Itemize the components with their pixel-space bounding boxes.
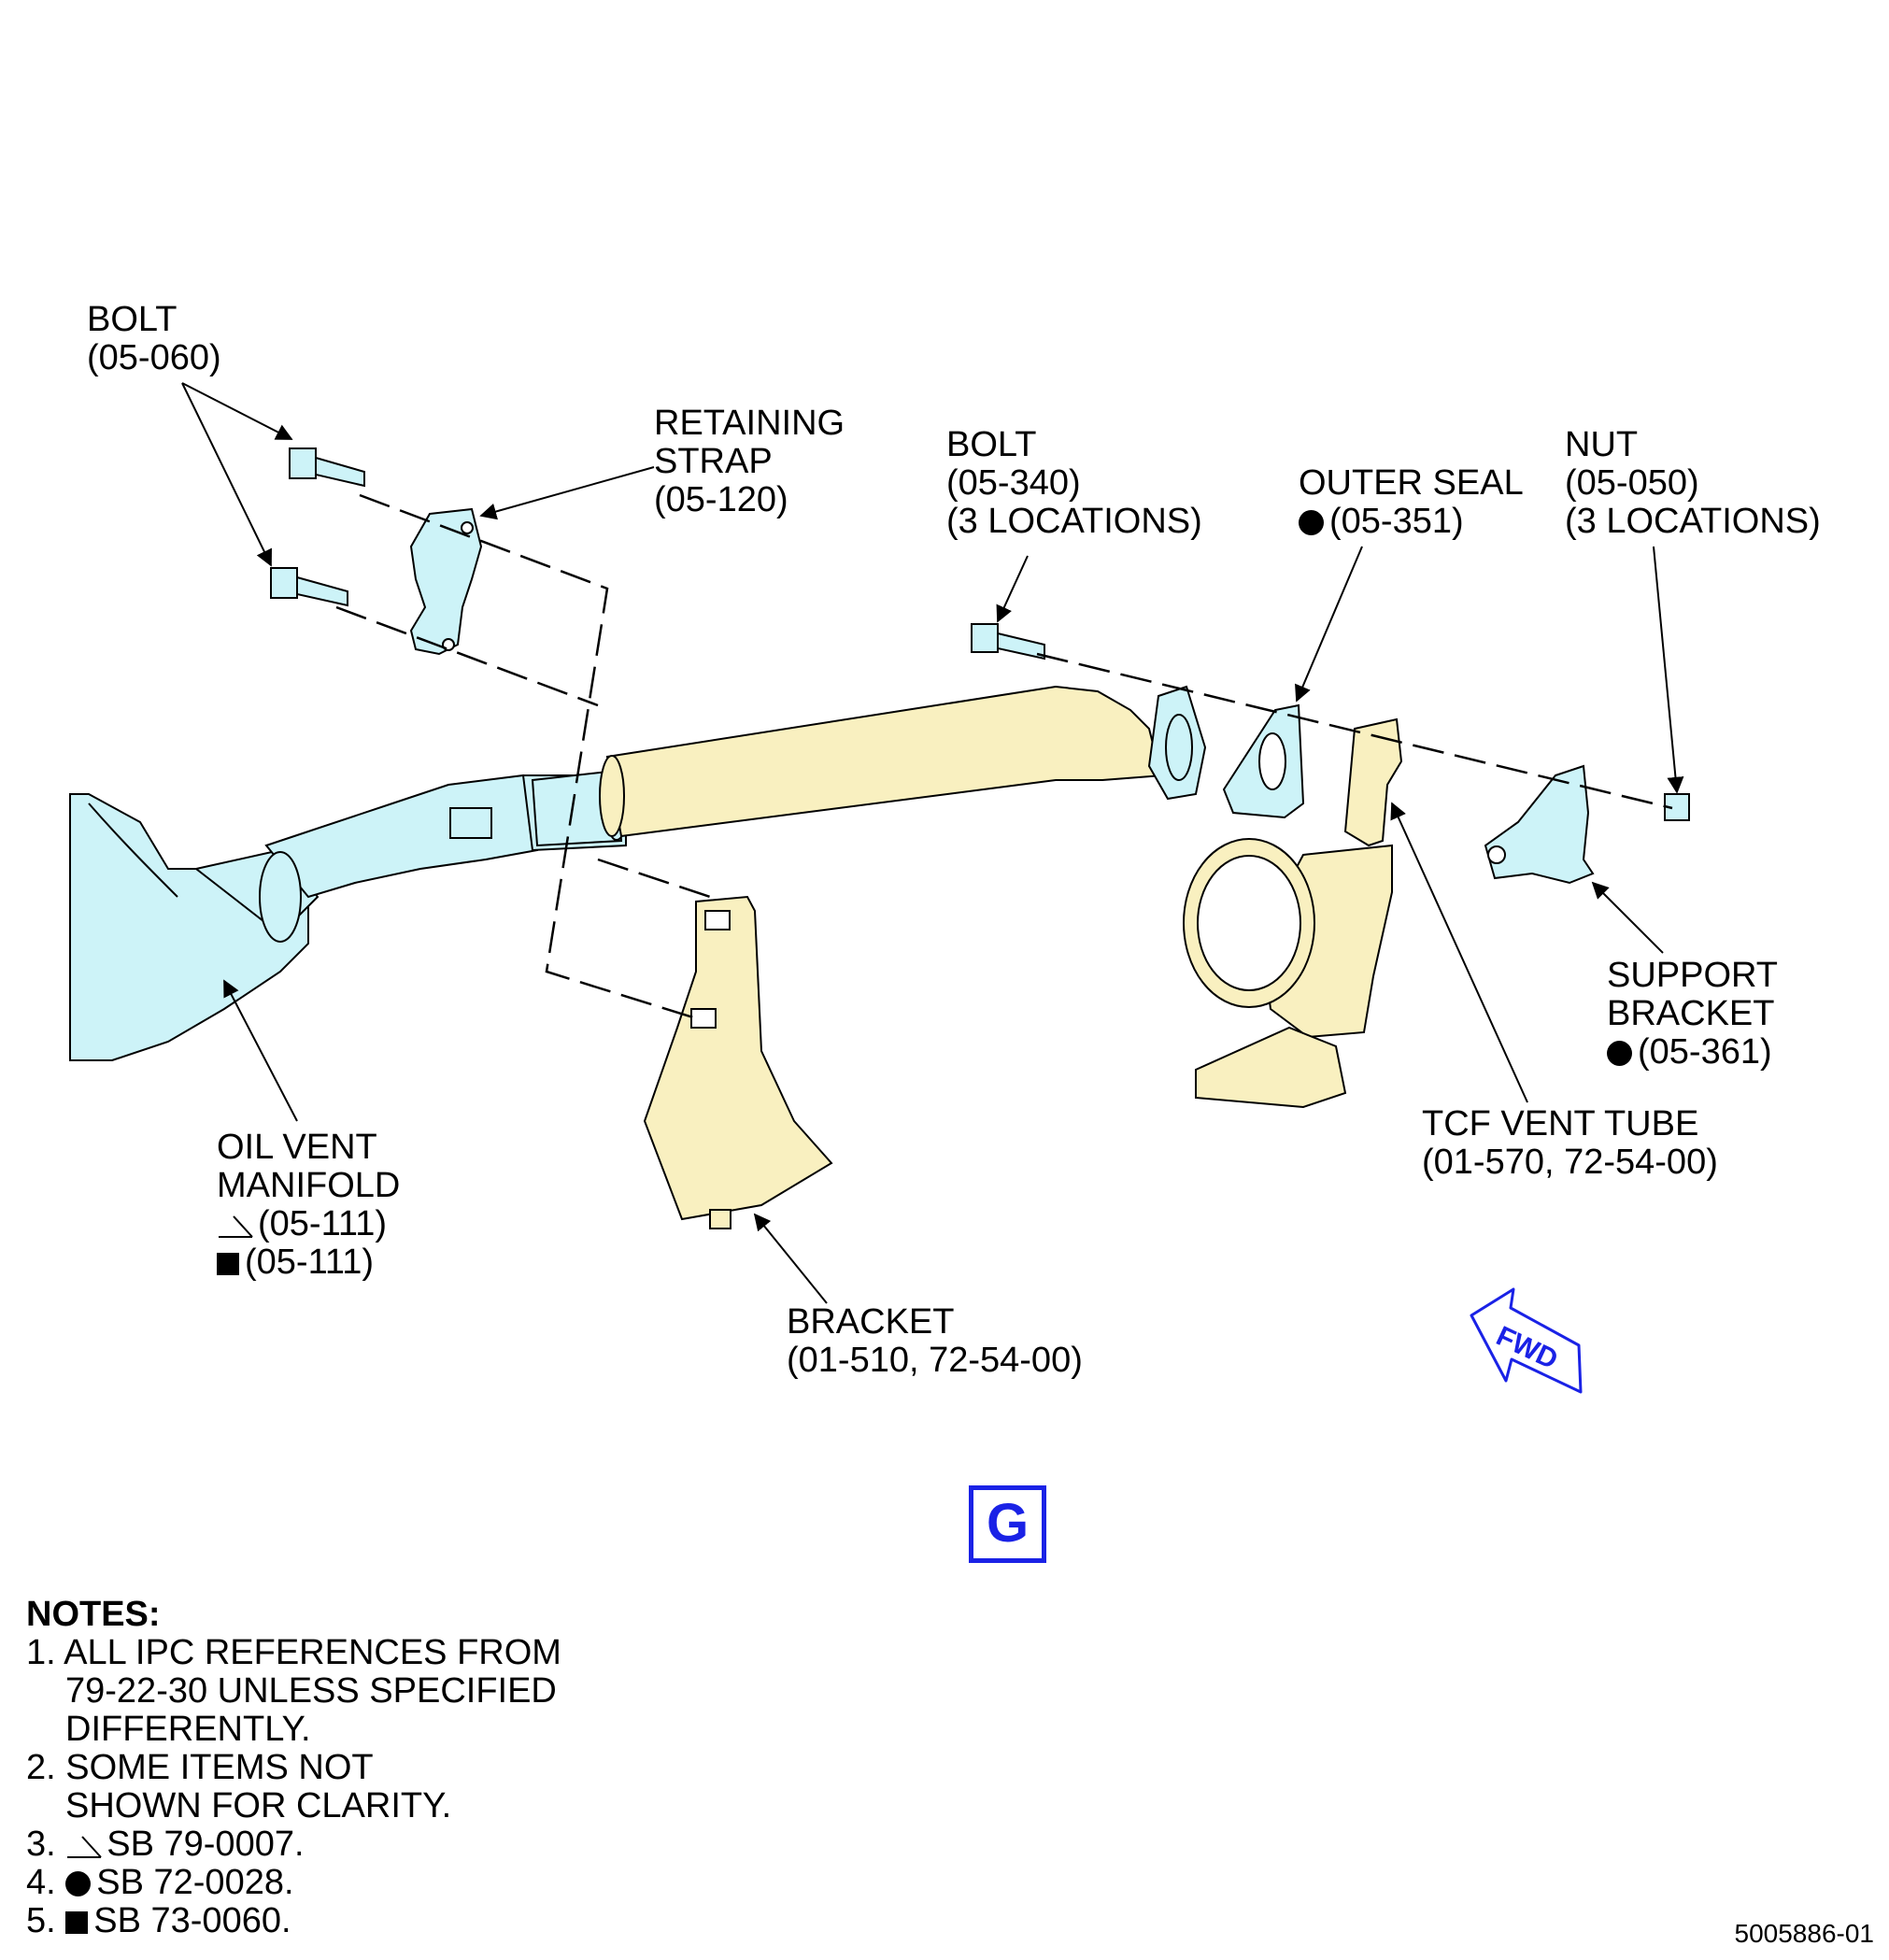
oil-vent-manifold-l2: MANIFOLD [217, 1166, 401, 1205]
outer-seal-part [1222, 703, 1305, 819]
note-5-text: SB 73-0060. [93, 1901, 291, 1940]
note-2-line-2: SHOWN FOR CLARITY. [65, 1786, 452, 1825]
bolt-mid-qty: (3 LOCATIONS) [946, 502, 1202, 541]
retaining-strap-ref: (05-120) [654, 480, 788, 519]
retaining-strap-part [409, 507, 483, 656]
note-3-number: 3. [26, 1825, 56, 1864]
sb-triangle-symbol-icon [67, 1836, 103, 1858]
view-g-label: G [969, 1485, 1046, 1563]
tcf-vent-tube-part [1183, 717, 1403, 1109]
tcf-vent-tube-name: TCF VENT TUBE [1422, 1104, 1699, 1143]
bolt-mid-callout: BOLT (05-340) (3 LOCATIONS) [946, 426, 1202, 541]
nut-ref: (05-050) [1565, 463, 1699, 503]
notes-block: NOTES: 1. ALL IPC REFERENCES FROM 79-22-… [26, 1596, 561, 1940]
note-4-text: SB 72-0028. [96, 1863, 294, 1902]
support-bracket-l1: SUPPORT [1607, 956, 1779, 995]
nut-qty: (3 LOCATIONS) [1565, 502, 1821, 541]
note-4: 4. SB 72-0028. [26, 1864, 561, 1902]
bracket-part [643, 895, 833, 1229]
bolt-parts [270, 447, 1690, 821]
tcf-main-tube-part [599, 685, 1165, 838]
sb-circle-symbol-icon [1299, 510, 1324, 535]
outer-seal-callout: OUTER SEAL (05-351) [1299, 464, 1524, 541]
note-3: 3. SB 79-0007. [26, 1825, 561, 1864]
support-bracket-part [1484, 764, 1595, 885]
flange-part [1147, 685, 1207, 801]
oil-vent-manifold-l1: OIL VENT [217, 1128, 377, 1167]
tcf-vent-tube-callout: TCF VENT TUBE (01-570, 72-54-00) [1422, 1105, 1718, 1182]
oil-vent-manifold-callout: OIL VENT MANIFOLD (05-111) (05-111) [217, 1129, 400, 1282]
bolt-top-ref: (05-060) [87, 338, 221, 377]
support-bracket-l2: BRACKET [1607, 994, 1775, 1033]
bolt-top-callout: BOLT (05-060) [87, 301, 221, 377]
sb-square-symbol-icon [65, 1911, 89, 1934]
sb-triangle-symbol-icon [219, 1215, 253, 1238]
bolt-top-name: BOLT [87, 300, 178, 339]
note-1-line-1: 1. ALL IPC REFERENCES FROM [26, 1633, 561, 1672]
dashed-alignment-lines [335, 493, 1673, 1020]
note-3-text: SB 79-0007. [107, 1825, 305, 1864]
nut-callout: NUT (05-050) (3 LOCATIONS) [1565, 426, 1821, 541]
leader-arrows [181, 382, 1684, 1304]
document-number: 5005886-01 [1734, 1919, 1874, 1948]
fwd-arrow-icon: FWD [1470, 1287, 1583, 1394]
outer-seal-name: OUTER SEAL [1299, 463, 1524, 503]
nut-name: NUT [1565, 425, 1639, 464]
bracket-name: BRACKET [787, 1302, 955, 1342]
outer-seal-ref: (05-351) [1329, 502, 1464, 541]
note-5-number: 5. [26, 1901, 56, 1940]
note-1-line-2: 79-22-30 UNLESS SPECIFIED [65, 1671, 557, 1711]
note-4-number: 4. [26, 1863, 56, 1902]
note-5: 5. SB 73-0060. [26, 1902, 561, 1940]
bolt-mid-ref: (05-340) [946, 463, 1081, 503]
sb-circle-symbol-icon [65, 1871, 92, 1896]
retaining-strap-l1: RETAINING [654, 404, 845, 443]
bracket-callout: BRACKET (01-510, 72-54-00) [787, 1303, 1083, 1380]
bolt-mid-name: BOLT [946, 425, 1037, 464]
support-bracket-ref: (05-361) [1638, 1032, 1772, 1072]
notes-heading: NOTES: [26, 1595, 161, 1634]
sb-circle-symbol-icon [1607, 1041, 1632, 1066]
note-2-line-1: 2. SOME ITEMS NOT [26, 1748, 374, 1787]
retaining-strap-callout: RETAINING STRAP (05-120) [654, 405, 845, 519]
bracket-ref: (01-510, 72-54-00) [787, 1341, 1083, 1380]
oil-vent-manifold-ref2: (05-111) [245, 1243, 374, 1282]
retaining-strap-l2: STRAP [654, 442, 773, 481]
note-1-line-3: DIFFERENTLY. [65, 1710, 311, 1749]
oil-vent-manifold-ref1: (05-111) [258, 1204, 387, 1243]
support-bracket-callout: SUPPORT BRACKET (05-361) [1607, 957, 1778, 1072]
sb-square-symbol-icon [217, 1253, 239, 1275]
tcf-vent-tube-ref: (01-570, 72-54-00) [1422, 1143, 1718, 1182]
